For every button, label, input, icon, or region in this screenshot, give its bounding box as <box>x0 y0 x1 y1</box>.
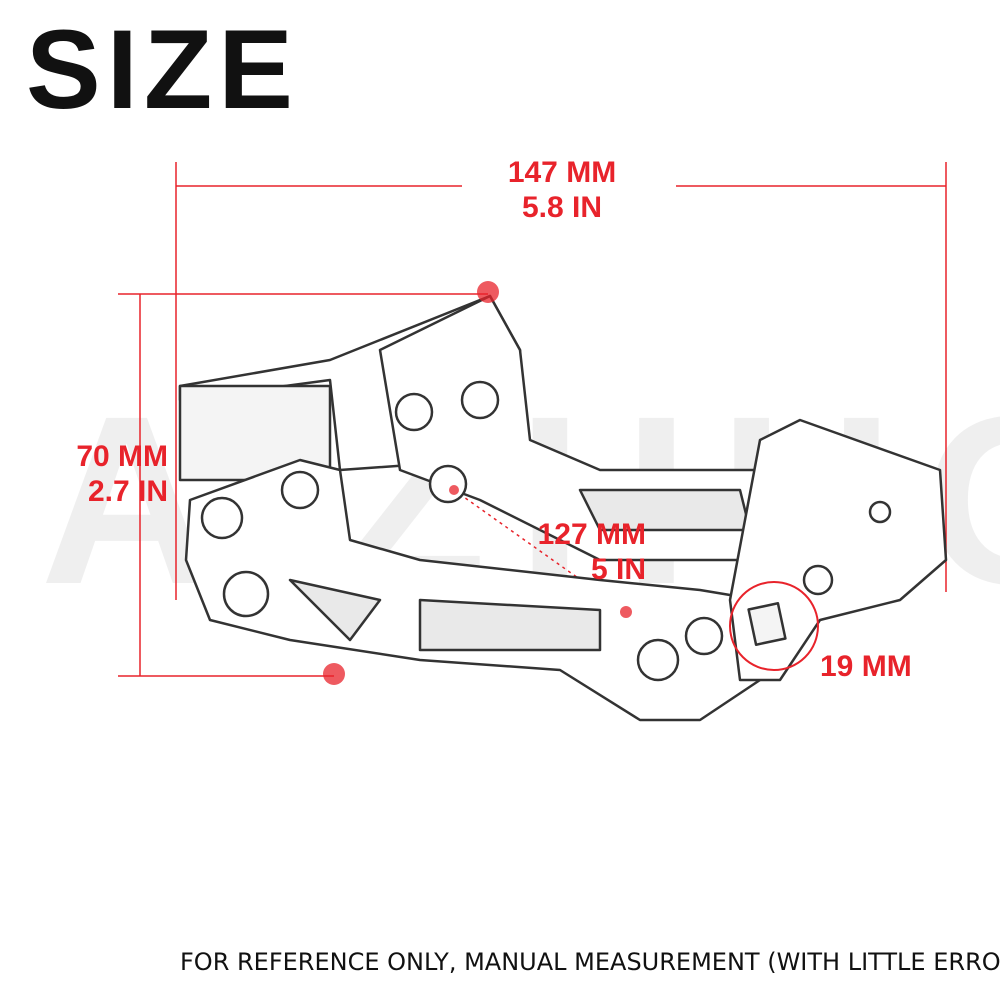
bolt-5 <box>460 380 500 420</box>
marker-diagonal-end <box>620 606 632 618</box>
bolt-4 <box>394 392 434 432</box>
dimension-markers <box>323 281 632 685</box>
marker-top <box>477 281 499 303</box>
bolt-9 <box>802 564 834 596</box>
diagonal-label: 127 MM 5 IN <box>486 518 646 587</box>
bolt-8 <box>684 616 724 656</box>
bolt-3 <box>222 570 270 618</box>
bolt-2 <box>280 470 320 510</box>
marker-diagonal-start <box>449 485 459 495</box>
diagonal-in: 5 IN <box>590 552 646 586</box>
marker-bottom <box>323 663 345 685</box>
cutout-triangle <box>288 578 382 642</box>
bolt-6 <box>428 464 468 504</box>
bolt-7 <box>636 638 680 682</box>
bolt-1 <box>200 496 244 540</box>
diagonal-mm: 127 MM <box>537 518 646 551</box>
bolt-10 <box>868 500 892 524</box>
bracket-drawing <box>178 294 948 722</box>
height-in: 2.7 IN <box>87 474 168 508</box>
width-in: 5.8 IN <box>521 190 603 224</box>
mount-hole <box>747 602 787 646</box>
height-mm: 70 MM <box>76 440 168 473</box>
hole-size-circle <box>729 581 819 671</box>
plate-mount <box>728 418 948 682</box>
hole-label: 19 MM <box>820 650 912 683</box>
page-title: SIZE <box>26 7 299 132</box>
width-label: 147 MM 5.8 IN <box>492 156 632 225</box>
height-label: 70 MM 2.7 IN <box>40 440 168 509</box>
width-mm: 147 MM <box>507 156 617 189</box>
footer-note: FOR REFERENCE ONLY, MANUAL MEASUREMENT (… <box>180 948 1000 976</box>
cutout-slot <box>418 598 602 652</box>
